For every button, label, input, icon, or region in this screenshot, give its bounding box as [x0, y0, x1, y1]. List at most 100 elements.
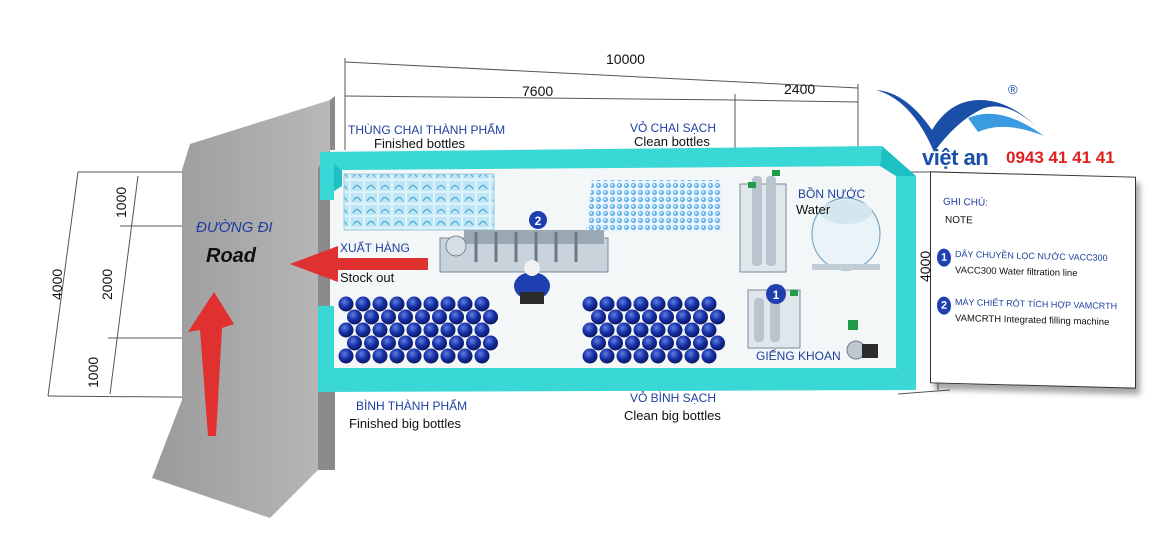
big-bottle [338, 322, 354, 338]
big-bottle [338, 348, 354, 364]
big-bottle [582, 296, 598, 312]
big-bottle [372, 296, 388, 312]
big-bottle [676, 335, 691, 351]
road-arrow-icon [188, 292, 234, 436]
big-bottle [667, 296, 683, 312]
big-bottle [582, 322, 598, 338]
stock-out-label-en: Stock out [340, 270, 395, 285]
clean-bottles-stack [586, 180, 722, 232]
big-bottle [650, 322, 666, 338]
big-bottle [659, 309, 674, 325]
big-bottle [582, 348, 598, 364]
big-bottle [423, 322, 439, 338]
big-bottle [355, 322, 371, 338]
big-bottle [483, 335, 498, 351]
svg-text:1: 1 [773, 288, 780, 302]
dim-road-bottom: 1000 [85, 357, 101, 388]
road-label-en: Road [206, 245, 257, 267]
big-bottle [466, 335, 481, 351]
legend-item-2-en: VAMCRTH Integrated filling machine [955, 312, 1110, 328]
dim-left-width: 7600 [522, 83, 553, 99]
big-bottle [693, 335, 708, 351]
big-bottle [474, 348, 490, 364]
big-bottle [616, 348, 632, 364]
dim-total-width: 10000 [606, 51, 645, 67]
big-bottle [616, 296, 632, 312]
water-tank-label-vn: BỒN NƯỚC [798, 186, 866, 201]
big-bottle [599, 348, 615, 364]
legend-item-1-number: 1 [937, 248, 951, 267]
well-pump [846, 320, 878, 360]
stock-out-arrow-icon [290, 246, 428, 282]
legend-item-1-vn: DÂY CHUYỀN LỌC NƯỚC VACC300 [955, 248, 1108, 263]
road-label-vn: ĐƯỜNG ĐI [196, 219, 273, 236]
finished-bottle-cartons [343, 173, 495, 231]
big-bottle [423, 348, 439, 364]
big-bottle [398, 335, 413, 351]
big-bottle [633, 348, 649, 364]
clean-bottles-label-vn: VỎ CHAI SẠCH [630, 120, 716, 135]
big-bottle [406, 322, 422, 338]
big-bottle [372, 322, 388, 338]
clean-big-bottles [582, 296, 725, 364]
big-bottle [642, 309, 657, 325]
big-bottle [347, 309, 362, 325]
big-bottle [415, 309, 430, 325]
big-bottle [457, 348, 473, 364]
finished-big-label-en: Finished big bottles [349, 416, 462, 431]
viet-an-logo [876, 90, 1044, 152]
big-bottle [457, 322, 473, 338]
big-bottle [642, 335, 657, 351]
big-bottle [389, 322, 405, 338]
big-bottle [650, 348, 666, 364]
big-bottle [355, 296, 371, 312]
big-bottle [684, 296, 700, 312]
brand-phone: 0943 41 41 41 [1006, 148, 1115, 167]
big-bottle [355, 348, 371, 364]
big-bottle [449, 335, 464, 351]
big-bottle [701, 348, 717, 364]
big-bottle [599, 322, 615, 338]
marker-1: 1 [766, 284, 786, 304]
big-bottle [684, 322, 700, 338]
water-tank-label-en: Water [796, 202, 831, 217]
water-filtration-line [739, 170, 801, 349]
worker-figure [514, 260, 550, 304]
big-bottle [659, 335, 674, 351]
dim-depth: 4000 [917, 251, 933, 282]
big-bottle [650, 296, 666, 312]
big-bottle [423, 296, 439, 312]
legend-subtitle: NOTE [945, 214, 973, 227]
big-bottle [440, 296, 456, 312]
big-bottle [616, 322, 632, 338]
big-bottle [432, 309, 447, 325]
big-bottle [398, 309, 413, 325]
clean-big-label-vn: VỎ BÌNH SẠCH [630, 390, 716, 405]
big-bottle [701, 296, 717, 312]
big-bottle [633, 322, 649, 338]
legend-item-2-number: 2 [937, 296, 951, 315]
big-bottle [432, 335, 447, 351]
big-bottle [415, 335, 430, 351]
big-bottle [633, 296, 649, 312]
big-bottle [389, 296, 405, 312]
marker-2: 2 [529, 211, 547, 229]
big-bottle [364, 309, 379, 325]
brand-name: việt an [922, 145, 989, 170]
clean-big-label-en: Clean big bottles [624, 408, 721, 423]
legend-item-2: 2 MÁY CHIẾT RÓT TÍCH HỢP VAMCRTH VAMCRTH… [937, 296, 1133, 328]
road [152, 96, 335, 518]
filling-machine [439, 230, 609, 273]
big-bottle [667, 348, 683, 364]
finished-bottles-label-vn: THÙNG CHAI THÀNH PHẨM [348, 122, 505, 137]
registered-mark: ® [1008, 82, 1018, 97]
big-bottle [440, 322, 456, 338]
big-bottle [406, 296, 422, 312]
big-bottle [457, 296, 473, 312]
big-bottle [693, 309, 708, 325]
big-bottle [625, 335, 640, 351]
big-bottle [364, 335, 379, 351]
big-bottle [599, 296, 615, 312]
big-bottle [474, 322, 490, 338]
water-tank [811, 197, 881, 271]
